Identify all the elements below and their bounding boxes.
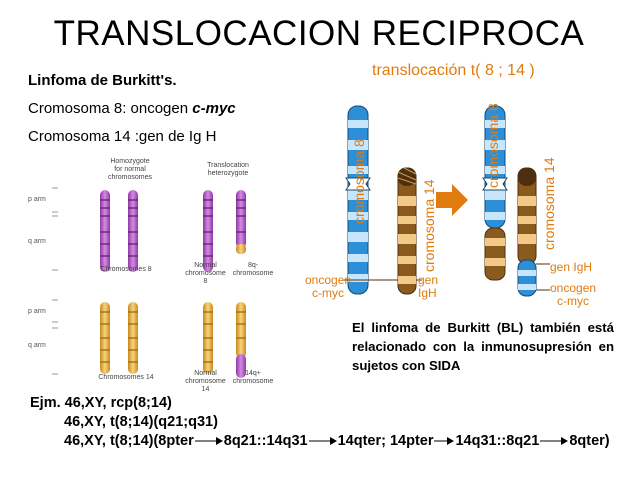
- gen-igh-left: gen IgH: [418, 273, 439, 300]
- arrow-icon: [194, 437, 223, 446]
- chromosome8-translocated: [482, 105, 508, 281]
- normal14-caption: Normal chromosome 14: [185, 370, 226, 393]
- chromosome8-text: Cromosoma 8: oncogen: [28, 100, 193, 117]
- oncogen-cmyc-right: oncogen c-myc: [550, 281, 597, 308]
- translocation-diagram: cromosoma 8 cromosoma 14 cromosoma 8 cro…: [344, 103, 557, 297]
- ex3-part-e: 8qter): [569, 433, 610, 449]
- example-line-2: 46,XY, t(8;14)(q21;q31): [64, 414, 218, 430]
- arrow-icon: [308, 437, 337, 446]
- ex3-part-d: 14q31::8q21: [455, 433, 540, 449]
- chromosome14-normal: [397, 167, 417, 295]
- page-title: TRANSLOCACION RECIPROCA: [53, 14, 585, 53]
- chromosome14-pair: [100, 302, 138, 374]
- arrow-icon: [540, 437, 569, 446]
- normal8-caption: Normal chromosome 8: [185, 262, 226, 285]
- cromosoma14-label-right: cromosoma 14: [541, 157, 557, 250]
- example-line-1: Ejm. 46,XY, rcp(8;14): [30, 395, 172, 411]
- gen-igh-right: gen IgH: [550, 260, 593, 274]
- arrow-icon: [436, 184, 468, 216]
- cmyc-gene: c-myc: [192, 100, 236, 117]
- p-arm-label-bottom: p arm: [28, 308, 46, 315]
- ex3-part-a: 46,XY, t(8;14)(8pter: [64, 433, 194, 449]
- chromosomes14-caption: Chromosomes 14: [98, 374, 154, 381]
- chromosome8-line: Cromosoma 8: oncogen c-myc: [28, 100, 236, 117]
- q14-caption: 14q+ chromosome: [232, 370, 274, 385]
- translocation8-pair: [203, 190, 246, 272]
- karyotype-figure: Homozygote for normal chromosomes Transl…: [28, 152, 328, 393]
- cromosoma8-label-right: cromosoma 8: [485, 103, 501, 188]
- q-arm-label-bottom: q arm: [28, 342, 46, 349]
- ex3-part-b: 8q21::14q31: [223, 433, 308, 449]
- karyotype-drawing: [52, 187, 246, 378]
- arrow-icon: [434, 437, 455, 446]
- chromosomes8-caption: Chromosomes 8: [100, 266, 152, 273]
- translocation-label: Translocation heterozygote: [207, 162, 249, 177]
- chromosome8-normal: [345, 105, 371, 295]
- oncogen-cmyc-left: oncogen c-myc: [305, 273, 352, 300]
- burkitt-paragraph: El linfoma de Burkitt (BL) también está …: [352, 320, 614, 373]
- translocation14-pair: [203, 302, 246, 378]
- example-line-3: 46,XY, t(8;14)(8pter 8q21::14q31 14qter; 1…: [64, 433, 610, 449]
- ex3-part-c: 14qter; 14pter: [337, 433, 434, 449]
- bq-caption: 8q- chromosome: [232, 262, 274, 277]
- chromosome8-pair: [100, 190, 138, 272]
- chromosome14-line: Cromosoma 14 :gen de Ig H: [28, 128, 217, 145]
- cromosoma8-label: cromosoma 8: [351, 139, 367, 224]
- chromosome14-translocated: [517, 167, 537, 297]
- q-arm-label-top: q arm: [28, 238, 46, 245]
- homozygote-label: Homozygote for normal chromosomes: [108, 158, 152, 181]
- p-arm-label-top: p arm: [28, 196, 46, 203]
- lymphoma-heading: Linfoma de Burkitt's.: [28, 72, 177, 89]
- cromosoma14-label: cromosoma 14: [421, 179, 437, 272]
- translocation-title: translocación t( 8 ; 14 ): [372, 62, 535, 79]
